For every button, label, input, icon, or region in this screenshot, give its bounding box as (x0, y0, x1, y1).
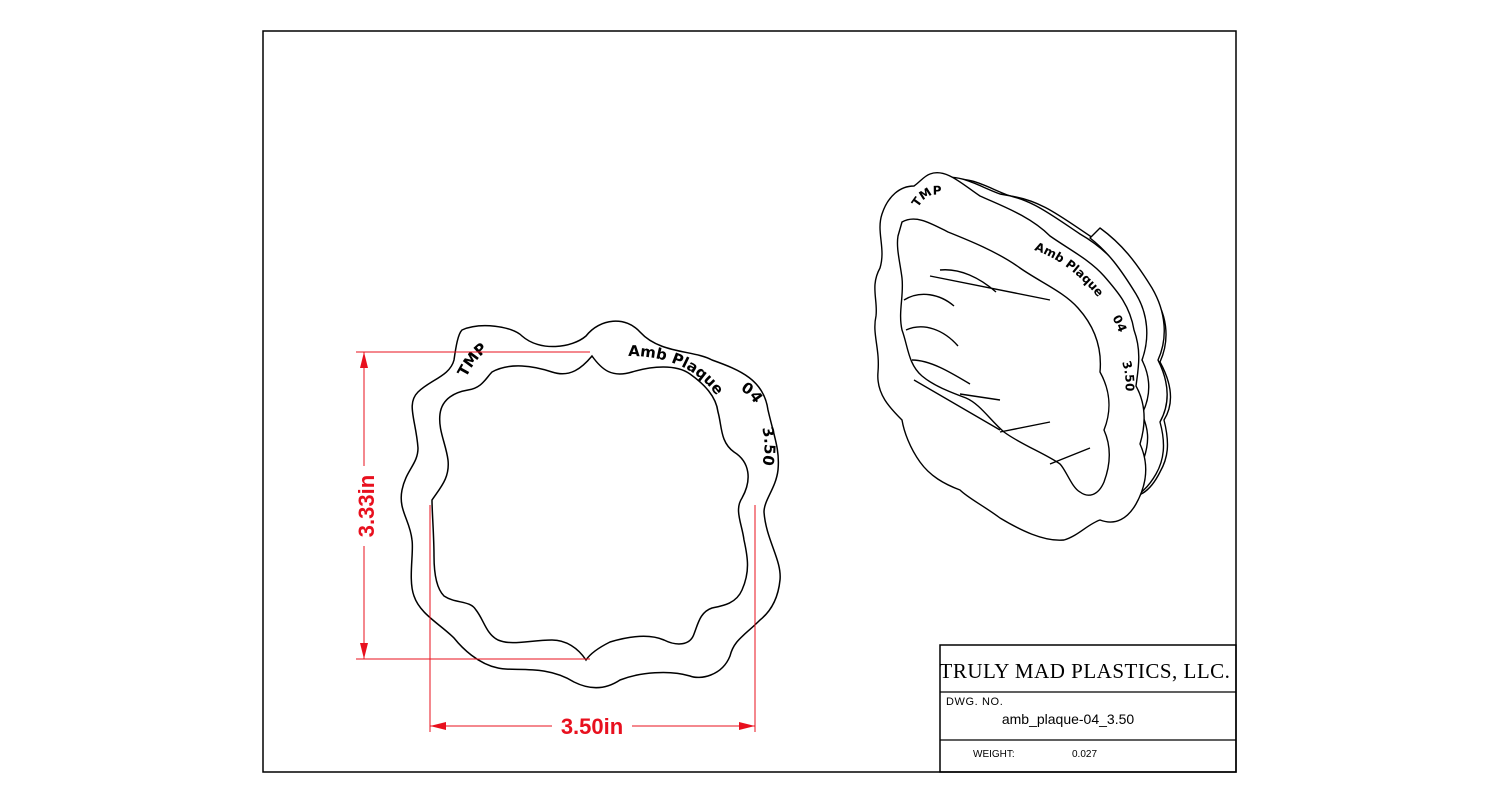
weight-label: WEIGHT: (973, 749, 1015, 760)
height-dimension (356, 351, 590, 660)
iso-inner-wall (903, 269, 1091, 465)
front-view: TMP Amb Plaque 04 3.50 (400, 320, 781, 689)
height-arrow-top (360, 352, 368, 368)
dwg-no-value: amb_plaque-04_3.50 (1002, 711, 1135, 727)
plaque-inner-outline (431, 354, 749, 662)
width-arrow-right (739, 722, 755, 730)
iso-engraving-04: 04 (1110, 312, 1130, 334)
engraving-04: 04 (738, 378, 766, 406)
isometric-view: TMP Amb Plaque 04 3.50 (874, 172, 1172, 541)
title-block: TRULY MAD PLASTICS, LLC. DWG. NO. amb_pl… (939, 644, 1237, 773)
iso-engraving-size: 3.50 (1119, 359, 1136, 392)
height-arrow-bottom (360, 643, 368, 659)
weight-value: 0.027 (1072, 749, 1097, 760)
company-name: TRULY MAD PLASTICS, LLC. (940, 659, 1231, 683)
iso-plaque-inner-outline (896, 218, 1110, 496)
width-arrow-left (430, 722, 446, 730)
dwg-no-label: DWG. NO. (946, 696, 1003, 708)
width-dimension (429, 505, 756, 732)
plaque-outer-outline (400, 320, 781, 689)
engraving-tmp: TMP (454, 339, 491, 380)
sheet-border (262, 30, 1237, 773)
height-dimension-label: 3.33in (354, 475, 379, 537)
engraving-size: 3.50 (758, 425, 778, 467)
engraving-amb-plaque: Amb Plaque (628, 342, 728, 398)
title-block-frame (939, 644, 1237, 773)
width-dimension-label: 3.50in (561, 714, 623, 739)
